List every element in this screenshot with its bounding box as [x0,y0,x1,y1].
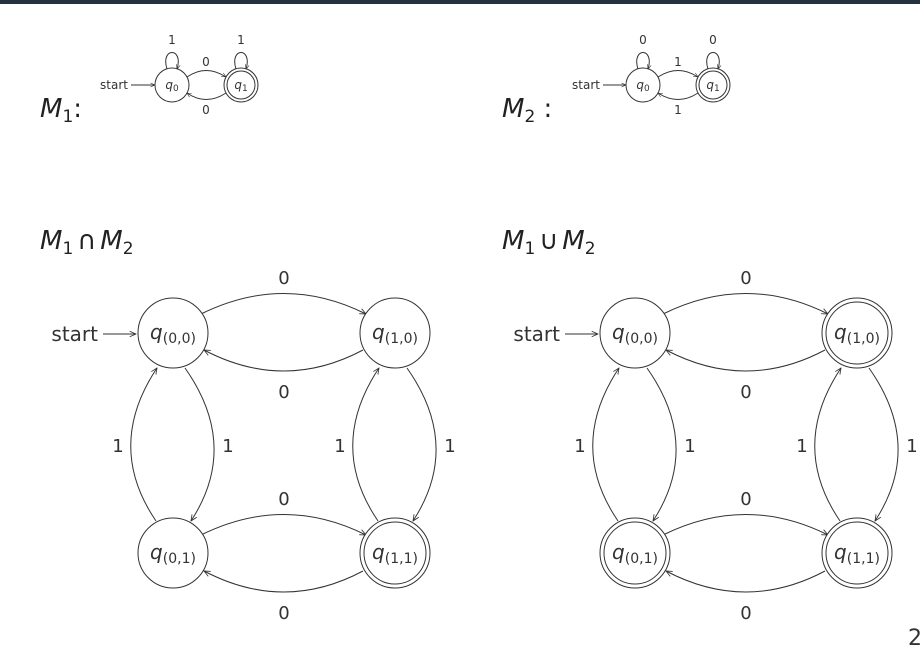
m1-state-q1-label: q1 [234,78,247,94]
m2-label-q0-self: 0 [639,33,647,47]
m1-self-loop-q1 [234,52,248,70]
union-edge-11-10 [814,368,841,522]
inter-state-01 [137,517,209,589]
union-start-label: start [513,322,560,346]
m1-state-q0 [154,67,190,103]
inter-label-11-10: 1 [334,436,345,457]
m1-self-loop-q0 [165,52,179,70]
m2-self-loop-q1 [706,52,720,70]
inter-start-label: start [51,322,98,346]
m1-edge-q1-q0 [187,92,227,100]
m2-edge-q0-q1 [657,70,698,78]
inter-state-11-label: q(1,1) [372,540,418,567]
m2-state-q0-label: q0 [636,78,650,94]
inter-label-01-11: 0 [278,489,289,510]
union-state-10-accept-ring [825,301,889,365]
m1-state-q0-label: q0 [165,78,179,94]
inter-edge-01-11 [200,514,366,536]
inter-label-01-00: 1 [112,436,123,457]
union-edge-11-01 [666,571,826,593]
inter-edge-11-01 [204,571,364,593]
union-edge-00-10 [662,293,828,315]
inter-state-11-accept-ring [363,521,427,585]
inter-edge-10-11 [406,367,437,521]
m1-small-diagram: start q0 q1 1 1 0 0 [100,33,259,117]
inter-label-10-00: 0 [278,382,289,403]
m1-edge-q0-q1 [186,70,226,78]
union-edge-00-01 [646,367,677,521]
m2-label-q0-q1: 1 [674,55,682,69]
intersection-diagram: start 0 0 0 0 1 1 1 1 q(0,0) q(1,0) q(0,… [51,268,455,624]
m2-state-q1-accept-ring [698,70,728,100]
union-label-10-00: 0 [740,382,751,403]
m2-label: M2 : [502,94,553,127]
inter-label-11-01: 0 [278,603,289,624]
union-state-00 [599,297,671,369]
m1-label-q0-q1: 0 [202,55,210,69]
union-label-11-01: 0 [740,603,751,624]
union-label-11-10: 1 [796,436,807,457]
m2-edge-q1-q0 [658,92,699,100]
union-label-00-10: 0 [740,268,751,289]
m2-label-q1-self: 0 [709,33,717,47]
inter-edge-10-00 [204,350,364,372]
inter-edge-11-10 [352,368,379,522]
union-state-00-label: q(0,0) [612,320,658,347]
union-label-01-00: 1 [574,436,585,457]
m2-self-loop-q0 [636,52,650,70]
m1-label-q0-self: 1 [168,33,176,47]
inter-label-10-11: 1 [444,436,455,457]
union-state-01-label: q(0,1) [612,540,658,567]
page-number: 2 [908,626,922,651]
inter-state-10 [359,297,431,369]
inter-label-00-10: 0 [278,268,289,289]
inter-state-00-label: q(0,0) [150,320,196,347]
union-state-11-label: q(1,1) [834,540,880,567]
m1-state-q1-accept-ring [226,70,256,100]
union-edge-10-11 [868,367,899,521]
union-label-10-11: 1 [906,436,917,457]
m2-state-q0 [625,67,661,103]
inter-state-01-label: q(0,1) [150,540,196,567]
m2-small-diagram: start q0 q1 0 0 1 1 [572,33,731,117]
union-edge-01-11 [662,514,828,536]
inter-label-00-01: 1 [222,436,233,457]
union-label-01-11: 0 [740,489,751,510]
union-state-11-accept-ring [825,521,889,585]
inter-edge-01-00 [130,368,157,522]
m2-start-label: start [572,78,600,92]
m1-label-q1-q0: 0 [202,103,210,117]
m1-label-q1-self: 1 [237,33,245,47]
union-state-01-accept-ring [603,521,667,585]
m2-state-q1-label: q1 [706,78,719,94]
top-bar [0,0,920,4]
intersection-label: M1∩M2 [40,226,134,259]
union-state-10-label: q(1,0) [834,320,880,347]
inter-state-00 [137,297,209,369]
inter-state-10-label: q(1,0) [372,320,418,347]
m1-start-label: start [100,78,128,92]
inter-edge-00-01 [184,367,215,521]
union-edge-10-00 [666,350,826,372]
union-label-00-01: 1 [684,436,695,457]
inter-edge-00-10 [200,293,366,315]
m1-label: M1: [40,94,83,127]
union-edge-01-00 [592,368,619,522]
union-diagram: start 0 0 0 0 1 1 1 1 q(0,0) q(1,0) q(0,… [513,268,917,624]
union-label: M1∪M2 [502,226,596,259]
m2-label-q1-q0: 1 [674,103,682,117]
